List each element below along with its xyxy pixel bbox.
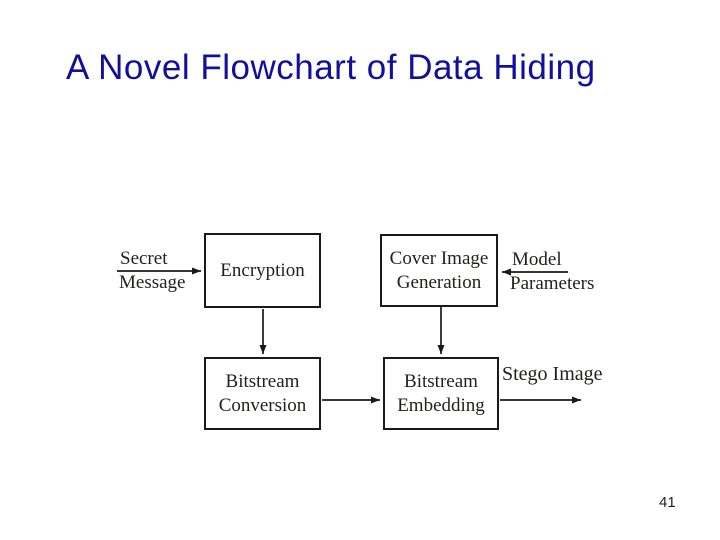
flowchart-node-cover-image-generation: Cover Image Generation (380, 234, 498, 307)
edge-label-secret: Secret (120, 248, 168, 269)
flowchart-node-bitstream-conversion-label: Bitstream Conversion (218, 371, 307, 416)
slide-title: A Novel Flowchart of Data Hiding (66, 48, 596, 87)
edge-label-stego-image: Stego Image (502, 363, 603, 385)
slide-page-number: 41 (659, 494, 676, 511)
edge-label-parameters: Parameters (510, 273, 595, 294)
flowchart-node-bitstream-embedding: Bitstream Embedding (383, 357, 499, 430)
flowchart-node-bitstream-embedding-label: Bitstream Embedding (397, 371, 485, 416)
edge-label-message: Message (119, 272, 186, 293)
flowchart-node-encryption: Encryption (204, 233, 321, 308)
flowchart-node-bitstream-conversion: Bitstream Conversion (204, 357, 321, 430)
edge-label-model: Model (512, 249, 562, 270)
flowchart-node-cover-image-generation-label: Cover Image Generation (389, 248, 489, 293)
flowchart-node-encryption-label: Encryption (220, 259, 305, 281)
